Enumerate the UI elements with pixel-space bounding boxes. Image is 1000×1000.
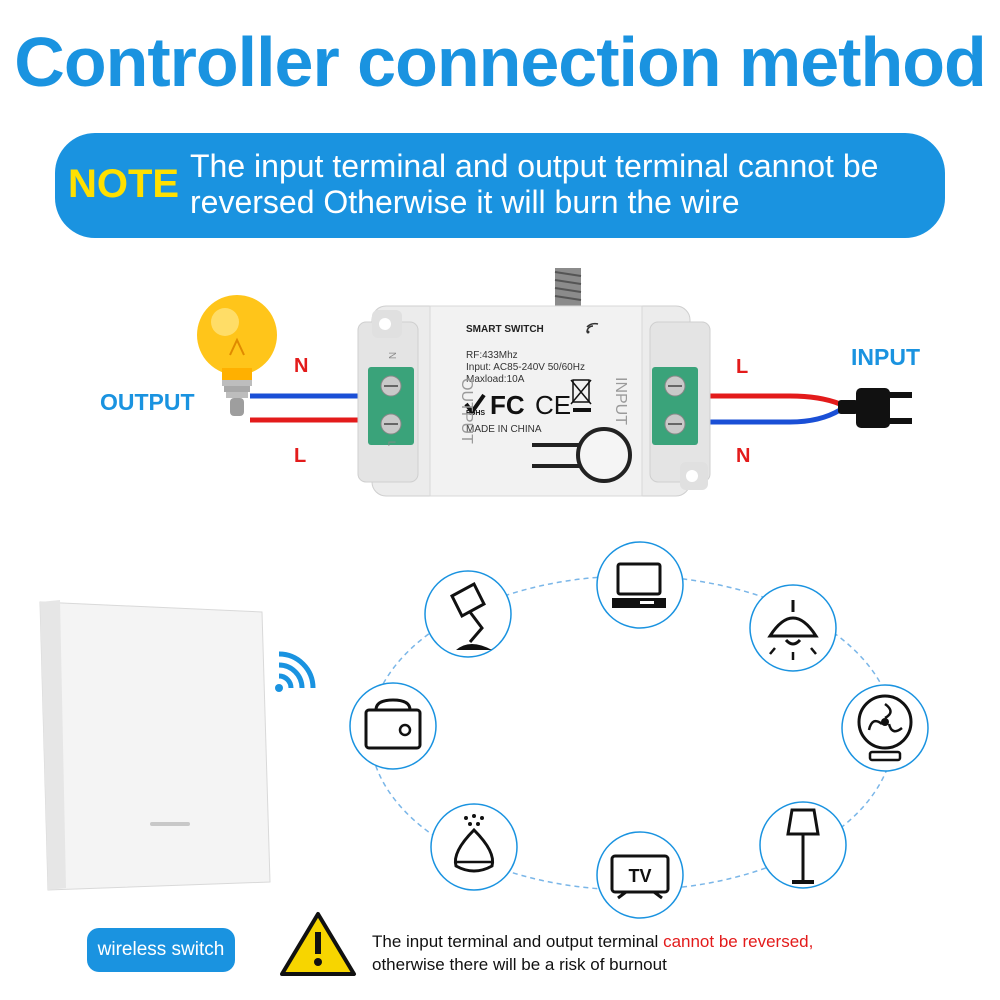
warning-text-part1: The input terminal and output terminal: [372, 932, 664, 951]
input-bottom-wire-label: N: [736, 445, 751, 467]
warning-text-red: cannot be reversed,: [663, 932, 814, 951]
input-live-wire: [710, 393, 841, 407]
wireless-signal-icon: [275, 651, 316, 692]
power-plug-icon: [838, 388, 912, 428]
note-label: NOTE: [68, 162, 180, 206]
input-top-wire-label: L: [736, 356, 749, 378]
device-origin: MADE IN CHINA: [466, 424, 542, 435]
tv-icon-label: TV: [628, 866, 651, 886]
warning-text: The input terminal and output terminal c…: [372, 930, 813, 976]
antenna-coil-icon: [554, 268, 582, 308]
warning-text-line2: otherwise there will be a risk of burnou…: [372, 955, 667, 974]
tv-icon: TV: [596, 831, 684, 919]
fan-icon: [841, 684, 929, 772]
smart-switch-module: [357, 305, 711, 497]
wall-switch-panel: [39, 600, 271, 891]
rohs-mark: RoHS: [466, 410, 486, 417]
desk-lamp-icon: [424, 570, 512, 658]
wireless-switch-pill: wireless switch: [87, 928, 235, 972]
device-input-spec: Input: AC85-240V 50/60Hz: [466, 362, 585, 373]
input-label: INPUT: [851, 344, 920, 370]
note-banner: [55, 133, 945, 238]
warning-icon: [280, 912, 356, 976]
light-bulb-icon: [197, 295, 277, 416]
output-top-wire-label: N: [294, 355, 309, 377]
input-neutral-wire: [710, 407, 842, 425]
output-label: OUTPUT: [100, 389, 195, 415]
toaster-icon: [349, 682, 437, 770]
device-input-side-label: INPUT: [612, 377, 629, 425]
device-name: SMART SWITCH: [466, 324, 544, 335]
device-rf: RF:433Mhz: [466, 350, 518, 361]
floor-lamp-icon: [759, 801, 847, 889]
terminal-n-label: N: [386, 351, 398, 360]
ce-mark: CE: [535, 390, 572, 420]
humidifier-icon: [430, 803, 518, 891]
note-text: The input terminal and output terminal c…: [190, 148, 879, 220]
page-title: Controller connection method: [14, 23, 986, 101]
device-maxload: Maxload:10A: [466, 374, 525, 385]
output-bottom-wire-label: L: [294, 445, 307, 467]
pendant-lamp-icon: [749, 584, 837, 672]
computer-icon: [596, 541, 684, 629]
device-output-side-label: OUTPUT: [458, 378, 475, 444]
terminal-l-label: L: [385, 440, 397, 447]
fcc-mark: FC: [490, 390, 525, 420]
